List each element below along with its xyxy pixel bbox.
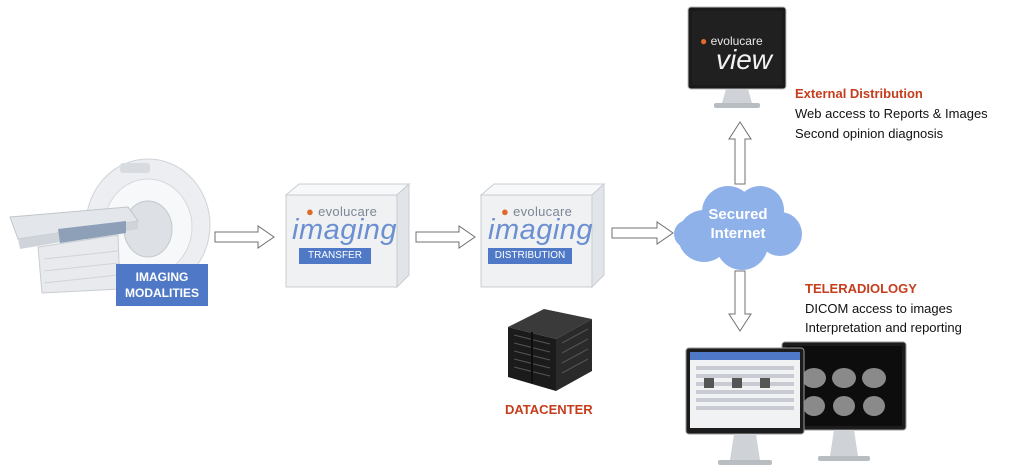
distribution-brand-imaging: imaging xyxy=(488,214,594,246)
distribution-cube-shape xyxy=(479,182,606,289)
transfer-brand-small: ● evolucare xyxy=(306,204,378,219)
datacenter-server-icon xyxy=(508,309,592,391)
modalities-line2: MODALITIES xyxy=(125,286,199,300)
transfer-cube-shape xyxy=(284,182,411,289)
view-brand-product: view xyxy=(716,44,773,75)
arrow-distribution-to-cloud xyxy=(611,221,674,245)
distribution-brand-small: ● evolucare xyxy=(501,204,573,219)
external-line1: Web access to Reports & Images xyxy=(795,106,988,121)
distribution-label: DISTRIBUTION xyxy=(488,248,572,264)
transfer-brand-imaging: imaging xyxy=(292,214,398,246)
view-monitor xyxy=(687,6,787,108)
cloud-label: Secured Internet xyxy=(690,205,786,243)
cloud-line2: Internet xyxy=(710,225,766,242)
arrow-cloud-to-view xyxy=(728,121,752,185)
distribution-brand-text: evolucare xyxy=(513,204,573,219)
modalities-line1: IMAGING xyxy=(135,270,189,284)
teleradiology-line2: Interpretation and reporting xyxy=(805,320,962,335)
external-distribution-title: External Distribution xyxy=(795,86,923,101)
view-brand-small: ● evolucare xyxy=(700,34,763,48)
teleradiology-monitors xyxy=(685,341,907,465)
imaging-modalities-label: IMAGING MODALITIES xyxy=(116,264,208,306)
teleradiology-title: TELERADIOLOGY xyxy=(805,281,917,296)
transfer-label: TRANSFER xyxy=(299,248,371,264)
view-brand-text: evolucare xyxy=(710,34,763,48)
teleradiology-line1: DICOM access to images xyxy=(805,301,953,316)
arrow-cloud-to-teleradiology xyxy=(728,270,752,332)
external-line2: Second opinion diagnosis xyxy=(795,126,944,141)
secured-internet-cloud xyxy=(674,186,802,270)
ct-scanner-image xyxy=(9,158,211,294)
arrow-modality-to-transfer xyxy=(214,225,275,249)
arrow-transfer-to-distribution xyxy=(415,225,476,249)
datacenter-label: DATACENTER xyxy=(505,402,593,417)
transfer-brand-text: evolucare xyxy=(318,204,378,219)
cloud-line1: Secured xyxy=(708,206,768,223)
